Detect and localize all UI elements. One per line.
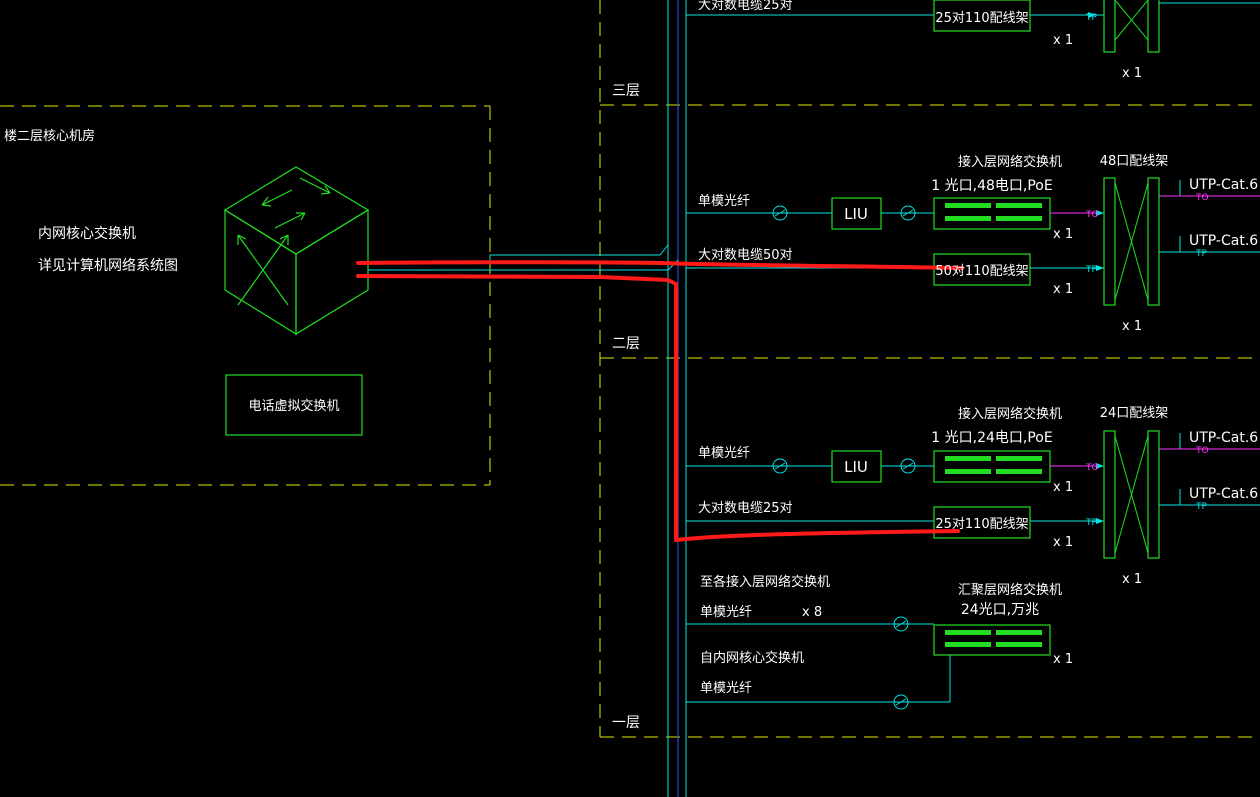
top-tp-label: TP xyxy=(1085,13,1097,23)
fiber-splice-icon xyxy=(893,616,909,632)
patch-rack-left xyxy=(1103,430,1116,559)
red-markup-upper xyxy=(356,260,964,270)
floor1-label: 一层 xyxy=(612,715,640,731)
patch-rack-left xyxy=(1103,177,1116,306)
floor2-fiber-label: 单模光纤 xyxy=(698,194,750,209)
top-panel-label: 25对110配线架 xyxy=(935,11,1028,26)
access-switch-box xyxy=(933,197,1051,230)
fiber-splice-icon xyxy=(900,205,916,221)
floor1-utp1-label: UTP-Cat.6 xyxy=(1189,430,1258,446)
floor1-switch-title: 接入层网络交换机 xyxy=(958,406,1062,422)
top-partial-group xyxy=(686,0,1260,53)
floor2-switch-spec: 1 光口,48电口,PoE xyxy=(931,178,1052,194)
floor2-utp1-label: UTP-Cat.6 xyxy=(1189,177,1258,193)
floor2-utp2-label: UTP-Cat.6 xyxy=(1189,233,1258,249)
core-switch-note: 详见计算机网络系统图 xyxy=(38,258,178,274)
floor2-switch-qty: x 1 xyxy=(1053,227,1073,242)
floor1-rack-title: 24口配线架 xyxy=(1100,406,1169,421)
room-link-upper xyxy=(368,240,669,263)
floor1-utp2-label: UTP-Cat.6 xyxy=(1189,486,1258,502)
patch-rack-right xyxy=(1147,430,1160,559)
fiber-splice-icon xyxy=(772,458,788,474)
agg-to-access-label: 至各接入层网络交换机 xyxy=(700,574,830,590)
floor1-tp-label: TP xyxy=(1085,518,1097,528)
riser-lines xyxy=(368,0,687,797)
floor2-tp-label: TP xyxy=(1085,265,1097,275)
floor2-panel-qty: x 1 xyxy=(1053,282,1073,297)
floor-boundaries xyxy=(0,0,1260,738)
floor2-liu-label: LIU xyxy=(844,205,868,223)
floor2-to-label: TO xyxy=(1085,210,1099,220)
floor1-fiber-label: 单模光纤 xyxy=(698,446,750,461)
floor2-utp1-tag: TO xyxy=(1195,193,1209,203)
access-switch-box xyxy=(933,450,1051,483)
floor2-utp2-tag: TP xyxy=(1195,249,1207,259)
aggregation-group xyxy=(686,616,1051,710)
pbx-label: 电话虚拟交换机 xyxy=(248,398,339,414)
fiber-splice-icon xyxy=(772,205,788,221)
aggregation-switch-box xyxy=(933,624,1051,656)
red-markup xyxy=(356,260,964,542)
agg-switch-spec: 24光口,万兆 xyxy=(961,602,1039,618)
floor1-group xyxy=(686,430,1260,559)
patch-rack-right xyxy=(1147,177,1160,306)
floor2-rack-title: 48口配线架 xyxy=(1100,154,1169,169)
core-switch-label: 内网核心交换机 xyxy=(38,225,136,242)
floor2-rack-qty: x 1 xyxy=(1122,319,1142,334)
agg-switch-qty: x 1 xyxy=(1053,652,1073,667)
floor1-switch-qty: x 1 xyxy=(1053,480,1073,495)
fiber-splice-icon xyxy=(893,694,909,710)
fiber-splice-icon xyxy=(900,458,916,474)
floor1-utp2-tag: TP xyxy=(1195,502,1207,512)
floor2-panel-label: 50对110配线架 xyxy=(935,264,1028,279)
top-rack-qty: x 1 xyxy=(1122,66,1142,81)
floor1-switch-spec: 1 光口,24电口,PoE xyxy=(931,430,1052,446)
agg-fiber1-label: 单模光纤 xyxy=(700,605,752,620)
panel-110-box xyxy=(933,506,1031,539)
agg-from-core-label: 自内网核心交换机 xyxy=(700,650,804,666)
floor1-panel-qty: x 1 xyxy=(1053,535,1073,550)
agg-fiber2-label: 单模光纤 xyxy=(700,681,752,696)
agg-switch-title: 汇聚层网络交换机 xyxy=(958,582,1062,598)
floor3-label: 三层 xyxy=(612,83,640,99)
top-cable-label: 大对数电缆25对 xyxy=(698,0,793,13)
floor1-to-label: TO xyxy=(1085,463,1099,473)
room-label: 楼二层核心机房 xyxy=(4,128,95,144)
floor2-switch-title: 接入层网络交换机 xyxy=(958,154,1062,170)
floor1-cable-label: 大对数电缆25对 xyxy=(698,500,793,516)
floor1-utp1-tag: TO xyxy=(1195,446,1209,456)
floor2-cable-label: 大对数电缆50对 xyxy=(698,247,793,263)
agg-count-label: x 8 xyxy=(802,605,822,620)
red-markup-lower xyxy=(356,274,960,542)
floor1-liu-label: LIU xyxy=(844,458,868,476)
floor1-rack-qty: x 1 xyxy=(1122,572,1142,587)
floor1-panel-label: 25对110配线架 xyxy=(935,517,1028,532)
pbx-box xyxy=(225,374,363,436)
floor2-label: 二层 xyxy=(612,336,640,352)
floor2-group xyxy=(686,177,1260,306)
top-panel-qty: x 1 xyxy=(1053,33,1073,48)
core-switch-icon xyxy=(223,166,370,336)
